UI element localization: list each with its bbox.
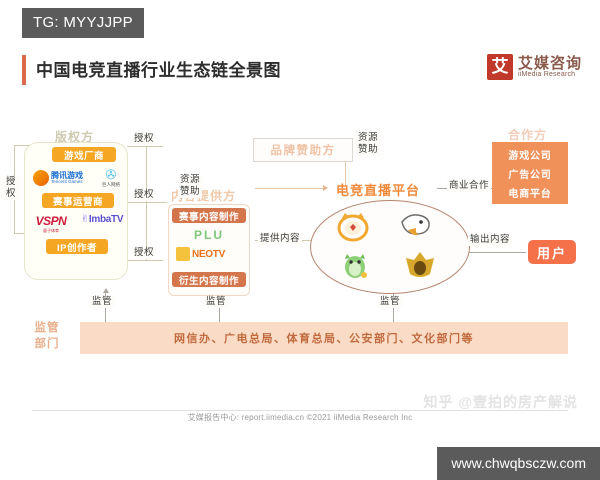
penguin-esports-logo[interactable] xyxy=(340,250,370,280)
douyu-logo[interactable] xyxy=(396,208,434,242)
arrow-label-resource-sponsor-2: 资源 赞助 xyxy=(178,174,203,198)
neotv-logo-text: NEOTV xyxy=(192,248,225,260)
pill-derivative-content[interactable]: 衍生内容制作 xyxy=(172,272,246,287)
tencent-games-logo-cn: 腾讯游戏 xyxy=(51,170,83,180)
regulator-label-line1: 监管 xyxy=(34,322,60,334)
arrow-label-supervise-3: 监管 xyxy=(378,296,403,308)
vspn-logo: VSPN 量子体育 xyxy=(28,214,74,233)
arrow-label-supervise-2: 监管 xyxy=(204,296,229,308)
line-auth2-h xyxy=(127,202,167,203)
imbatv-logo: ✌ImbaTV xyxy=(80,214,124,225)
arrow-label-business-cooperation: 商业合作 xyxy=(447,180,492,192)
pill-tournament-content[interactable]: 赛事内容制作 xyxy=(172,208,246,223)
line-auth1-h xyxy=(127,146,163,147)
giant-network-logo-cn: 巨人网络 xyxy=(102,182,120,187)
line-resource-sponsor-h xyxy=(255,188,325,189)
line-auth3-h xyxy=(127,260,163,261)
huya-logo[interactable] xyxy=(336,212,370,242)
regulator-label-line2: 部门 xyxy=(34,337,60,350)
copyright-group-box xyxy=(24,142,128,280)
line-sponsor-down xyxy=(345,155,346,185)
brand-logo: 艾 艾媒咨询 iiMedia Research xyxy=(486,54,582,80)
line-auth-left-top xyxy=(14,145,32,146)
ecosystem-diagram: 版权方 游戏厂商 腾讯游戏 Tencent Games ✇ 巨人网络 赛事运营商… xyxy=(0,100,600,400)
crown-platform-logo[interactable] xyxy=(404,250,436,282)
giant-network-logo: ✇ 巨人网络 xyxy=(98,168,124,190)
arrow-label-auth-2: 授权 xyxy=(132,189,157,201)
pill-game-publisher[interactable]: 游戏厂商 xyxy=(52,147,116,162)
vspn-logo-text: VSPN xyxy=(35,214,67,228)
arrowhead-supervise-1 xyxy=(103,288,109,293)
plu-logo: PLU xyxy=(180,228,238,244)
platform-title: 电竞直播平台 xyxy=(336,183,421,198)
pill-tournament-operator[interactable]: 赛事运营商 xyxy=(42,193,114,208)
arrow-label-auth-1: 授权 xyxy=(132,133,157,145)
arrow-label-resource-sponsor-1b: 赞助 xyxy=(358,143,379,155)
arrow-label-resource-sponsor-1a: 资源 xyxy=(358,132,379,143)
arrowhead-resource-sponsor xyxy=(323,185,328,191)
arrow-label-provide-content: 提供内容 xyxy=(258,233,303,245)
tg-tag: TG: MYYJJPP xyxy=(22,8,144,38)
regulator-bar: 网信办、广电总局、体育总局、公安部门、文化部门等 xyxy=(80,322,568,354)
platform-ellipse xyxy=(310,200,470,294)
arrow-label-resource-sponsor-1: 资源 赞助 xyxy=(356,132,381,156)
arrow-label-auth-3: 授权 xyxy=(132,247,157,259)
arrow-label-auth-left: 授 权 xyxy=(1,176,21,200)
tencent-games-logo: 腾讯游戏 Tencent Games xyxy=(33,168,95,188)
brand-sponsor-box[interactable]: 品牌赞助方 xyxy=(253,138,353,162)
line-auth-left-bottom xyxy=(14,233,32,234)
watermark: 知乎 @壹拍的房产解说 xyxy=(423,394,578,410)
partner-item-ad-company: 广告公司 xyxy=(508,169,552,181)
url-tag: www.chwqbsczw.com xyxy=(437,447,600,480)
arrow-label-output-content: 输出内容 xyxy=(468,234,513,246)
header: 中国电竞直播行业生态链全景图 艾 艾媒咨询 iiMedia Research xyxy=(0,48,600,100)
iimedia-mark-icon: 艾 xyxy=(486,54,513,80)
partner-box[interactable]: 游戏公司 广告公司 电商平台 xyxy=(492,142,568,204)
brand-name-en: iiMedia Research xyxy=(517,71,576,79)
arrow-label-auth-left-1: 授 xyxy=(5,176,16,187)
arrow-label-resource-sponsor-2b: 赞助 xyxy=(180,185,201,197)
neotv-logo: NEOTV xyxy=(176,245,242,263)
tencent-games-logo-en: Tencent Games xyxy=(51,178,83,184)
arrow-label-supervise-1: 监管 xyxy=(90,296,115,308)
pill-ip-creator[interactable]: IP创作者 xyxy=(46,239,108,254)
users-box[interactable]: 用户 xyxy=(528,240,576,264)
line-auth3-v xyxy=(146,202,147,260)
imbatv-logo-text: ImbaTV xyxy=(88,214,124,225)
footer-separator xyxy=(32,410,568,411)
brand-name-cn: 艾媒咨询 xyxy=(517,54,582,72)
partner-item-game-company: 游戏公司 xyxy=(508,150,552,162)
footer-text: 艾媒报告中心: report.iimedia.cn ©2021 iiMedia … xyxy=(187,413,413,422)
partner-item-ecommerce: 电商平台 xyxy=(508,188,552,200)
title-accent-bar xyxy=(22,55,26,85)
page-title: 中国电竞直播行业生态链全景图 xyxy=(36,61,281,80)
line-auth1-v xyxy=(146,146,147,202)
group-title-copyright: 版权方 xyxy=(55,130,95,144)
arrow-label-resource-sponsor-2a: 资源 xyxy=(180,174,201,185)
group-title-partner: 合作方 xyxy=(508,128,548,142)
plu-logo-text: PLU xyxy=(194,228,224,242)
regulator-label: 监管 部门 xyxy=(24,321,70,352)
line-output-content xyxy=(468,252,526,253)
arrow-label-auth-left-2: 权 xyxy=(5,187,16,199)
